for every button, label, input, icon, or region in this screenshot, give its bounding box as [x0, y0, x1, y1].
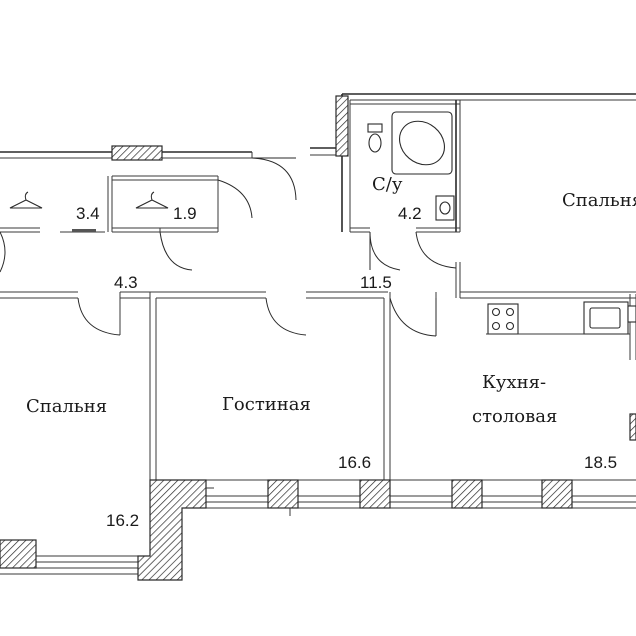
hanger-icon: [9, 191, 169, 209]
room-area-hall: 11.5: [360, 273, 392, 292]
room-name-kitchen-line2: столовая: [472, 406, 557, 427]
room-name-kitchen-line1: Кухня-: [482, 372, 546, 393]
room-name-bedroom-left: Спальня: [26, 396, 107, 417]
room-area-living: 16.6: [338, 453, 371, 472]
toilet-icon: [367, 123, 383, 153]
room-name-living: Гостиная: [222, 394, 311, 415]
room-name-bedroom-right: Спальня: [562, 190, 636, 211]
stove-icon: [487, 303, 519, 335]
walls: [0, 93, 636, 575]
bathtub-icon: [391, 111, 453, 175]
room-name-bathroom: С/у: [372, 174, 403, 195]
room-area-bathroom: 4.2: [398, 204, 422, 223]
kitchen-sink-icon: [583, 301, 629, 335]
room-area-kitchen: 18.5: [584, 453, 617, 472]
room-area-corridor: 4.3: [114, 273, 138, 292]
room-area-bedroom-left: 16.2: [106, 511, 139, 530]
doors: [0, 157, 457, 337]
hatched-columns: [0, 95, 636, 581]
room-area-wardrobe-1: 3.4: [76, 204, 100, 223]
sink-icon: [435, 195, 455, 221]
small-fixtures: [72, 229, 636, 323]
room-area-wardrobe-2: 1.9: [173, 204, 197, 223]
